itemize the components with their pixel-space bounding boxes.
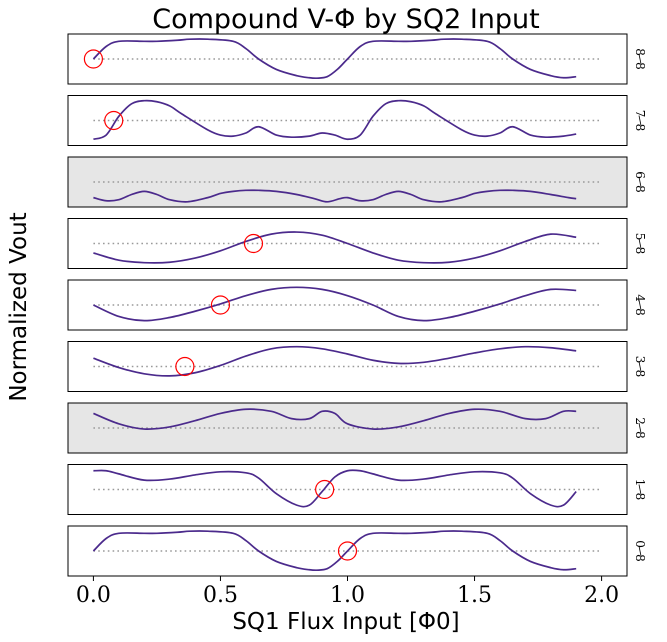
panel-8: 08 <box>67 525 647 577</box>
fraction-denominator: 8 <box>633 124 647 132</box>
panel-fraction-label: 18 <box>633 479 647 501</box>
fraction-numerator: 8 <box>633 48 647 56</box>
fraction-denominator: 8 <box>633 247 647 255</box>
fraction-bar <box>638 115 642 126</box>
panel-fraction-label: 58 <box>633 233 647 255</box>
fraction-denominator: 8 <box>633 370 647 378</box>
panel-fraction-label: 78 <box>633 110 647 132</box>
panel-5: 38 <box>67 341 647 392</box>
x-tick-label: 2.0 <box>584 583 619 608</box>
panel-3: 58 <box>67 218 647 269</box>
panel-2: 68 <box>67 156 647 208</box>
panel-fraction-label: 68 <box>633 171 647 193</box>
fraction-denominator: 8 <box>633 185 647 193</box>
fraction-numerator: 2 <box>633 417 647 425</box>
series-line <box>93 408 577 431</box>
fraction-numerator: 5 <box>633 233 647 241</box>
fraction-numerator: 1 <box>633 479 647 487</box>
panel-fraction-label: 28 <box>633 417 647 439</box>
fraction-bar <box>638 238 642 249</box>
panel-fraction-label: 88 <box>633 48 647 70</box>
x-tick-label: 0.5 <box>203 583 238 608</box>
series-line <box>93 469 577 508</box>
chart-title: Compound V-Φ by SQ2 Input <box>152 4 540 35</box>
x-tick-label: 0.0 <box>76 583 111 608</box>
panel-fraction-label: 48 <box>633 294 647 316</box>
fraction-denominator: 8 <box>633 554 647 562</box>
fraction-bar <box>638 545 642 557</box>
series-line <box>92 38 577 80</box>
series-line <box>93 345 577 377</box>
fraction-numerator: 7 <box>633 110 647 118</box>
fraction-bar <box>638 53 642 65</box>
series-line <box>93 99 577 141</box>
panel-0: 88 <box>67 33 647 85</box>
fraction-numerator: 3 <box>633 356 647 364</box>
operating-point-marker <box>210 295 231 315</box>
x-tick-label: 1.0 <box>330 583 365 608</box>
operating-point-marker <box>337 541 358 561</box>
y-axis-label: Normalized Vout <box>6 212 32 401</box>
x-axis-label: SQ1 Flux Input [Φ0] <box>232 609 459 635</box>
series-line <box>93 231 577 264</box>
fraction-numerator: 4 <box>633 294 647 302</box>
x-ticks-group: 0.0 0.5 1.0 1.5 2.0 <box>76 576 619 608</box>
operating-point-marker <box>104 110 124 131</box>
fraction-denominator: 8 <box>633 431 647 439</box>
operating-point-marker <box>315 479 335 500</box>
fraction-numerator: 0 <box>633 540 647 548</box>
operating-point-marker <box>83 49 104 69</box>
operating-point-marker <box>175 356 195 377</box>
fraction-denominator: 8 <box>633 308 647 316</box>
fraction-bar <box>638 299 642 311</box>
fraction-bar <box>638 484 642 495</box>
panel-4: 48 <box>67 279 647 331</box>
fraction-denominator: 8 <box>633 493 647 501</box>
panel-7: 18 <box>67 464 647 515</box>
fraction-bar <box>638 361 642 372</box>
fraction-bar <box>638 422 642 434</box>
panel-fraction-label: 38 <box>633 356 647 378</box>
series-line <box>93 286 577 322</box>
x-tick-label: 1.5 <box>457 583 492 608</box>
fraction-numerator: 6 <box>633 171 647 179</box>
panel-fraction-label: 08 <box>633 540 647 562</box>
panel-1: 78 <box>67 95 647 146</box>
operating-point-marker <box>243 233 264 254</box>
fraction-denominator: 8 <box>633 62 647 70</box>
panel-6: 28 <box>67 402 647 454</box>
series-line <box>93 189 577 203</box>
series-line <box>92 530 577 572</box>
fraction-bar <box>638 176 642 188</box>
